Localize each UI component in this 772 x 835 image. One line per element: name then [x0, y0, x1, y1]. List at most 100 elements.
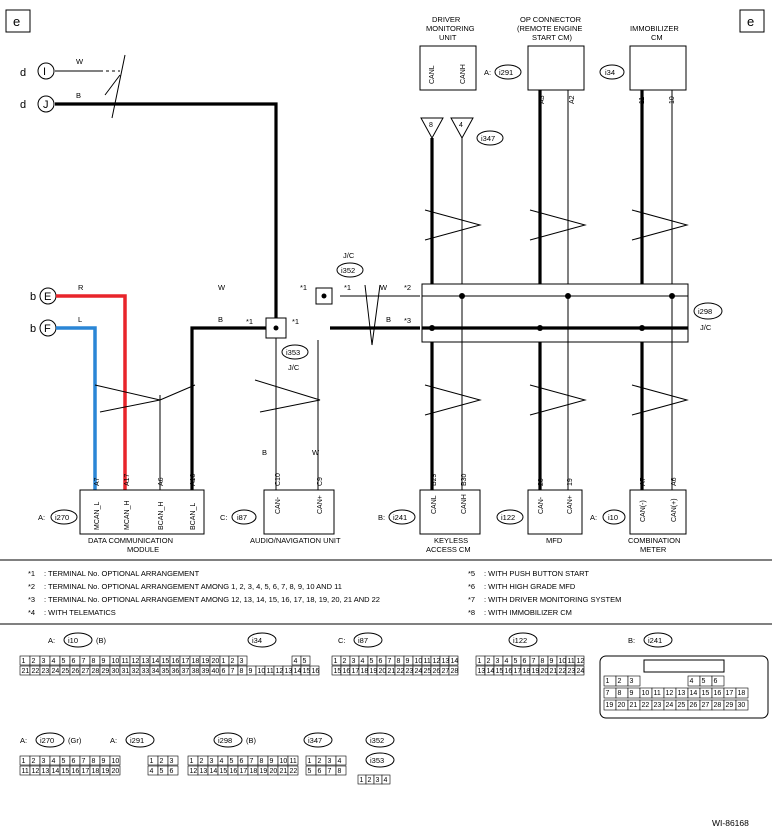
jc-i353-oval: [281, 344, 309, 360]
corner-tag-right-text: e: [747, 14, 754, 29]
pin-label: 12: [276, 668, 284, 675]
pin-label: 3: [240, 658, 244, 665]
pin-label: 16: [312, 668, 320, 675]
audio-pin-1: CAN-: [275, 496, 282, 514]
pin-label: 24: [666, 702, 674, 709]
pin-label: 27: [702, 702, 710, 709]
imm-title-1: IMMOBILIZER: [630, 24, 679, 33]
pin-label: 29: [726, 702, 734, 709]
pin-label: 1: [478, 658, 482, 665]
pin-label: 7: [606, 690, 610, 697]
op-connector: [527, 45, 585, 91]
pin-label: 5: [370, 658, 374, 665]
pin-label: 13: [678, 690, 686, 697]
note-8-text: : WITH IMMOBILIZER CM: [484, 608, 572, 617]
pin-label: 17: [514, 668, 522, 675]
pin-label: 16: [172, 658, 180, 665]
pin-label: 2: [32, 758, 36, 765]
pin-label: 1: [606, 678, 610, 685]
pin-label: 2: [368, 777, 372, 784]
pin-label: 2: [231, 658, 235, 665]
pin-label: 12: [666, 690, 674, 697]
offpage-b-page: b: [30, 291, 36, 303]
mfd-connector-id: i122: [501, 513, 515, 522]
op-prefix: A:: [484, 68, 491, 77]
pin-label: 9: [249, 668, 253, 675]
op-pin-a3: A3: [539, 95, 546, 104]
offpage-e-tag: E: [44, 291, 51, 303]
offpage-j-circle: [37, 95, 55, 113]
pin-cell: [711, 675, 725, 687]
pin-label: 15: [334, 668, 342, 675]
pin-label: 5: [308, 768, 312, 775]
dmu-pin-4: 4: [459, 122, 463, 129]
pin-label: 1: [222, 658, 226, 665]
audio-pno-1: C10: [275, 473, 282, 486]
dcm-title-2: MODULE: [127, 545, 159, 554]
dcm-pin-4: BCAN_L: [190, 503, 197, 530]
pin-label: 5: [514, 658, 518, 665]
pin-label: 8: [260, 758, 264, 765]
note-1-mark: *1: [28, 569, 35, 578]
pin-label: 14: [487, 668, 495, 675]
pin-cell: [109, 765, 121, 776]
pin-label: 7: [250, 758, 254, 765]
pin-label: 7: [532, 658, 536, 665]
dcm-connector-id: i270: [55, 513, 69, 522]
audio-prefix: C:: [220, 513, 228, 522]
pin-label: 10: [280, 758, 288, 765]
pin-label: 26: [690, 702, 698, 709]
pin-label: 6: [714, 678, 718, 685]
pin-label: 14: [451, 658, 459, 665]
connector-view-id: i122: [513, 636, 527, 645]
connector-view-oval: [365, 732, 395, 748]
pin-label: 7: [82, 758, 86, 765]
pin-label: 17: [240, 768, 248, 775]
meter-title-1: COMBINATION: [628, 536, 680, 545]
meter-pno-2: A6: [671, 477, 678, 486]
note-6-text: : WITH HIGH GRADE MFD: [484, 582, 576, 591]
wire-w-audio: W: [312, 448, 320, 457]
note-7-mark: *7: [468, 595, 475, 604]
pin-label: 8: [618, 690, 622, 697]
pin-cell: [237, 655, 248, 666]
connector-view-oval: [365, 752, 395, 768]
wire-color-w2: W: [218, 283, 226, 292]
pin-label: 13: [478, 668, 486, 675]
pin-label: 6: [240, 758, 244, 765]
pin-cell: [335, 755, 347, 766]
op-title-1: OP CONNECTOR: [520, 15, 582, 24]
pin-label: 33: [142, 668, 150, 675]
pin-label: 12: [190, 768, 198, 775]
dcm-connector-oval: [50, 509, 78, 525]
jc-i298-label: J/C: [700, 323, 712, 332]
pin-label: 9: [630, 690, 634, 697]
keyless-title-2: ACCESS CM: [426, 545, 471, 554]
wire-color-w3: W: [380, 283, 388, 292]
pin-label: 13: [142, 658, 150, 665]
pin-label: 28: [92, 668, 100, 675]
dmu-connector: i347: [481, 134, 495, 143]
pin-label: 19: [370, 668, 378, 675]
meter-connector-id: i10: [608, 513, 618, 522]
connector-view-id: i10: [68, 636, 78, 645]
pin-label: 27: [442, 668, 450, 675]
pin-label: 19: [606, 702, 614, 709]
connector-view-prefix: B:: [628, 636, 635, 645]
pin-label: 11: [568, 658, 575, 665]
pin-label: 24: [577, 668, 585, 675]
pin-label: 1: [190, 758, 194, 765]
pin-label: 1: [22, 758, 26, 765]
pin-label: 1: [150, 758, 154, 765]
pin-label: 28: [714, 702, 722, 709]
pin-label: 11: [654, 690, 661, 697]
meter-connector-oval: [602, 509, 626, 525]
mfd-connector-oval: [496, 509, 524, 525]
pin-label: 10: [258, 668, 266, 675]
pin-label: 2: [487, 658, 491, 665]
pin-label: 14: [690, 690, 698, 697]
pin-label: 5: [62, 658, 66, 665]
pin-label: 13: [442, 658, 450, 665]
pin-label: 4: [220, 758, 224, 765]
